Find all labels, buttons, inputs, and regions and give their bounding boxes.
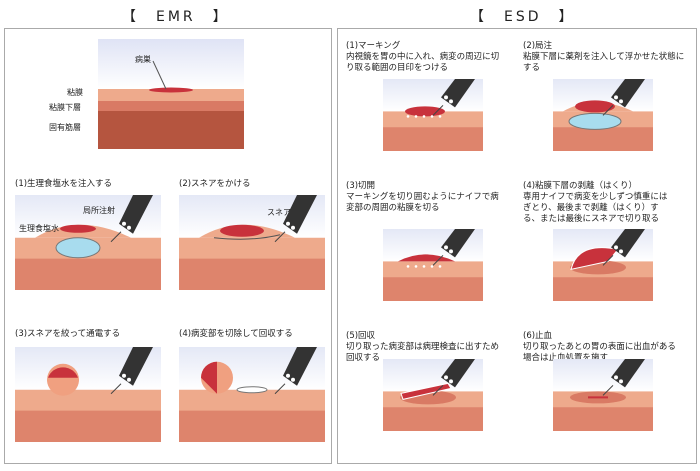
esd-step-1-caption: (1)マーキング 内視鏡を胃の中に入れ、病変の周辺に切り取る範囲の目印をつける: [346, 41, 500, 73]
injection-label: 局所注射: [83, 206, 115, 215]
esd-step-5-caption: (5)回収 切り取った病変部は病理検査に出すため回収する: [346, 331, 500, 363]
emr-step-4-caption: (4)病変部を切除して回収する: [179, 329, 293, 339]
emr-step-1-illustration: [15, 195, 161, 290]
snare-label: スネア: [267, 208, 291, 217]
endoscope-icon: [274, 195, 317, 243]
endoscope-icon: [432, 229, 475, 266]
emr-step-3-illustration: [15, 347, 161, 442]
saline-label: 生理食塩水: [19, 224, 59, 233]
esd-step-3-illustration: [383, 229, 483, 301]
endoscope-icon: [602, 229, 645, 266]
esd-step-6-illustration: [553, 359, 653, 431]
esd-step-2-caption: (2)局注 粘膜下層に薬剤を注入して浮かせた状態にする: [523, 41, 685, 73]
esd-step-3-caption: (3)切開 マーキングを切り囲むようにナイフで病変部の周囲の粘膜を切る: [346, 181, 499, 213]
muscle-label: 固有筋層: [49, 123, 81, 132]
emr-step-1-caption: (1)生理食塩水を注入する: [15, 179, 113, 189]
emr-step-4-illustration: [179, 347, 325, 442]
endoscope-icon: [274, 347, 317, 395]
emr-title: 【 EMR 】: [122, 9, 230, 25]
endoscope-icon: [432, 359, 475, 396]
esd-panel: (1)マーキング 内視鏡を胃の中に入れ、病変の周辺に切り取る範囲の目印をつける …: [337, 28, 697, 464]
esd-step-4-illustration: [553, 229, 653, 301]
esd-step-2-illustration: [553, 79, 653, 151]
esd-step-4-caption: (4)粘膜下層の剥離（はくり） 専用ナイフで病変を少しずつ慎重にはぎとり、最後ま…: [523, 181, 668, 224]
endoscope-icon: [432, 79, 475, 116]
emr-step-2-illustration: [179, 195, 325, 290]
lesion-label: 病巣: [135, 55, 151, 64]
anatomy-illustration: [98, 39, 244, 149]
esd-step-1-illustration: [383, 79, 483, 151]
endoscope-icon: [110, 195, 153, 243]
mucosa-label: 粘膜: [67, 88, 83, 97]
emr-panel: 病巣 粘膜 粘膜下層 固有筋層 (1)生理食塩水を注入する (2)スネアをかける…: [4, 28, 332, 464]
endoscope-icon: [110, 347, 153, 395]
endoscope-icon: [602, 79, 645, 116]
esd-step-6-caption: (6)止血 切り取ったあとの胃の表面に出血がある場合は止血処置を施す: [523, 331, 676, 363]
esd-title: 【 ESD 】: [470, 9, 576, 25]
esd-step-5-illustration: [383, 359, 483, 431]
endoscope-icon: [602, 359, 645, 396]
emr-step-3-caption: (3)スネアを絞って通電する: [15, 329, 121, 339]
emr-step-2-caption: (2)スネアをかける: [179, 179, 251, 189]
submucosa-label: 粘膜下層: [49, 103, 81, 112]
